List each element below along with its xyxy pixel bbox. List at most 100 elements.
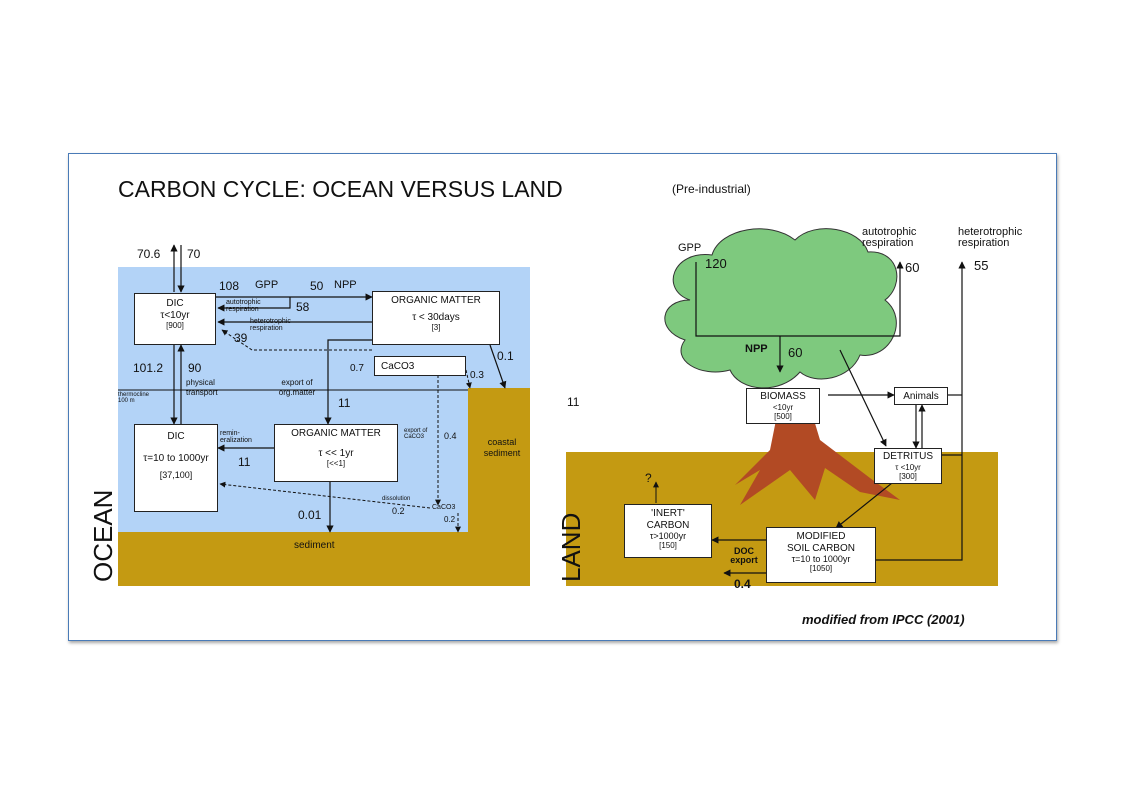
- ocean-caco3-arrow: [221, 329, 372, 351]
- ocean-sediment-label: sediment: [294, 540, 335, 551]
- land-question-mark: ?: [645, 471, 652, 485]
- ocean-dic-surface-name: DIC: [166, 298, 184, 309]
- ocean-remin-value: 11: [238, 455, 251, 469]
- ocean-export-label: export of org.matter: [278, 378, 316, 398]
- land-inert-name2: CARBON: [646, 519, 690, 531]
- ocean-dissolution-value: 0.2: [392, 506, 405, 516]
- land-inert-tau: τ>1000yr: [649, 531, 687, 541]
- ocean-flux-out-value: 70.6: [137, 247, 161, 261]
- ocean-thermocline-label: thermocline 100 m: [118, 392, 150, 404]
- ocean-om-surface-pool: [3]: [431, 323, 441, 332]
- land-modified-tau: τ=10 to 1000yr: [791, 554, 851, 564]
- ocean-om-coastal-arrow: [489, 344, 507, 389]
- ocean-panel-label: OCEAN: [88, 489, 118, 582]
- ocean-om-surface-tau: τ < 30days: [412, 311, 460, 323]
- land-detritus-pool: [300]: [899, 471, 917, 481]
- ocean-om-deep-box: ORGANIC MATTER τ << 1yr [<<1]: [274, 424, 398, 482]
- land-gpp-value: 120: [705, 256, 727, 271]
- ocean-gpp-label: GPP: [255, 279, 279, 291]
- ocean-export-caco3-value: 0.4: [444, 431, 457, 441]
- ocean-coastal-flux-1: 0.1: [497, 349, 514, 363]
- ocean-flux-in-value: 70: [187, 247, 201, 261]
- ocean-caco3-box-label: CaCO3: [381, 361, 415, 372]
- ocean-hetero-resp-value: 39: [234, 331, 248, 345]
- ocean-land-transfer-value: 11: [567, 395, 580, 409]
- land-gpp-label: GPP: [678, 242, 702, 254]
- ocean-caco3-coastal-arrow: [465, 369, 472, 389]
- subtitle: (Pre-industrial): [672, 182, 751, 196]
- land-hetero-resp-arrow: [876, 261, 966, 561]
- ocean-om-deep-tau: τ << 1yr: [318, 447, 354, 459]
- ocean-caco3-sed-value: 0.2: [444, 515, 456, 524]
- land-animals-box: Animals: [894, 387, 948, 405]
- ocean-bottom-sediment: [118, 532, 530, 586]
- ocean-om-surface-box: ORGANIC MATTER τ < 30days [3]: [372, 291, 500, 345]
- land-gpp-arrow: [695, 261, 904, 337]
- land-inert-box: 'INERT' CARBON τ>1000yr [150]: [624, 504, 712, 558]
- ocean-caco3-sed-label: CaCO3: [432, 504, 456, 511]
- ocean-auto-resp-value: 58: [296, 300, 310, 314]
- land-npp-label: NPP: [745, 343, 768, 355]
- land-animals-label: Animals: [903, 391, 939, 402]
- ocean-dic-deep-box: DIC τ=10 to 1000yr [37,100]: [134, 424, 218, 512]
- ocean-npp-label: NPP: [334, 279, 357, 291]
- land-doc-label: DOC export: [730, 546, 758, 565]
- land-detritus-name: DETRITUS: [883, 451, 933, 462]
- land-modified-name1: MODIFIED: [796, 531, 846, 542]
- ocean-caco3-box: CaCO3: [374, 356, 466, 376]
- ocean-down-mix-value: 101.2: [133, 361, 164, 375]
- land-npp-value: 60: [788, 345, 803, 360]
- ocean-dissolution-label: dissolution: [382, 496, 411, 502]
- land-hetero-resp-label: heterotrophic respiration: [958, 226, 1023, 249]
- ocean-physical-transport: physical transport: [186, 378, 218, 398]
- land-inert-name1: 'INERT': [651, 508, 685, 519]
- land-modified-soil-box: MODIFIED SOIL CARBON τ=10 to 1000yr [105…: [766, 527, 876, 583]
- ocean-gpp-value: 108: [219, 279, 240, 293]
- land-detritus-soil-arrow: [835, 482, 893, 529]
- land-hetero-resp-value: 55: [974, 258, 989, 273]
- land-biomass-box: BIOMASS <10yr [500]: [746, 388, 820, 424]
- ocean-hetero-resp-label: heterotrophic respiration: [250, 318, 291, 332]
- ocean-om-surface-name: ORGANIC MATTER: [391, 295, 481, 306]
- land-modified-name2: SOIL CARBON: [787, 542, 855, 554]
- ocean-auto-resp-label: autotrophic respiration: [226, 299, 261, 313]
- land-inert-pool: [150]: [659, 541, 677, 551]
- ocean-export-caco3-label: export of CaCO3: [404, 428, 428, 440]
- land-auto-resp-label: autotrophic respiration: [862, 226, 917, 249]
- ocean-dic-deep-name: DIC: [167, 431, 185, 442]
- land-doc-value: 0.4: [734, 577, 751, 591]
- tree-roots: [735, 400, 900, 505]
- land-detritus-box: DETRITUS τ <10yr [300]: [874, 448, 942, 484]
- credit: modified from IPCC (2001): [802, 612, 965, 627]
- ocean-coastal-flux-2: 0.3: [470, 370, 484, 381]
- land-biomass-pool: [500]: [774, 411, 792, 421]
- ocean-dic-surface-tau: τ<10yr: [160, 309, 190, 321]
- land-modified-pool: [1050]: [809, 564, 833, 574]
- ocean-dic-surface-pool: [900]: [166, 321, 184, 330]
- land-biomass-detritus-arrow: [839, 349, 887, 447]
- coastal-sediment-block: [468, 388, 530, 532]
- land-detritus-tau: τ <10yr: [895, 462, 921, 472]
- ocean-auto-resp-arrow: [217, 297, 291, 312]
- ocean-coastal-label: coastal sediment: [483, 437, 521, 459]
- ocean-export-value: 11: [338, 396, 351, 410]
- ocean-export-arrow: [324, 339, 372, 425]
- ocean-remin-label: remin- eralization: [220, 430, 252, 444]
- land-auto-resp-value: 60: [905, 260, 920, 275]
- title: CARBON CYCLE: OCEAN VERSUS LAND: [118, 176, 563, 202]
- ocean-dic-surface-box: DIC τ<10yr [900]: [134, 293, 216, 345]
- land-panel-label: LAND: [556, 512, 586, 582]
- ocean-caco3-flux: 0.7: [350, 363, 364, 374]
- ocean-om-deep-pool: [<<1]: [326, 459, 346, 468]
- land-biomass-name: BIOMASS: [760, 391, 806, 402]
- ocean-om-sed-value: 0.01: [298, 508, 322, 522]
- ocean-om-deep-name: ORGANIC MATTER: [291, 428, 381, 439]
- ocean-dic-deep-tau: τ=10 to 1000yr: [143, 452, 209, 464]
- ocean-dissolution-arrow: [219, 481, 431, 509]
- ocean-up-mix-value: 90: [188, 361, 202, 375]
- ocean-dic-deep-pool: [37,100]: [159, 470, 193, 480]
- land-biomass-tau: <10yr: [772, 402, 794, 412]
- ocean-npp-value: 50: [310, 279, 324, 293]
- tree-canopy: [664, 228, 898, 389]
